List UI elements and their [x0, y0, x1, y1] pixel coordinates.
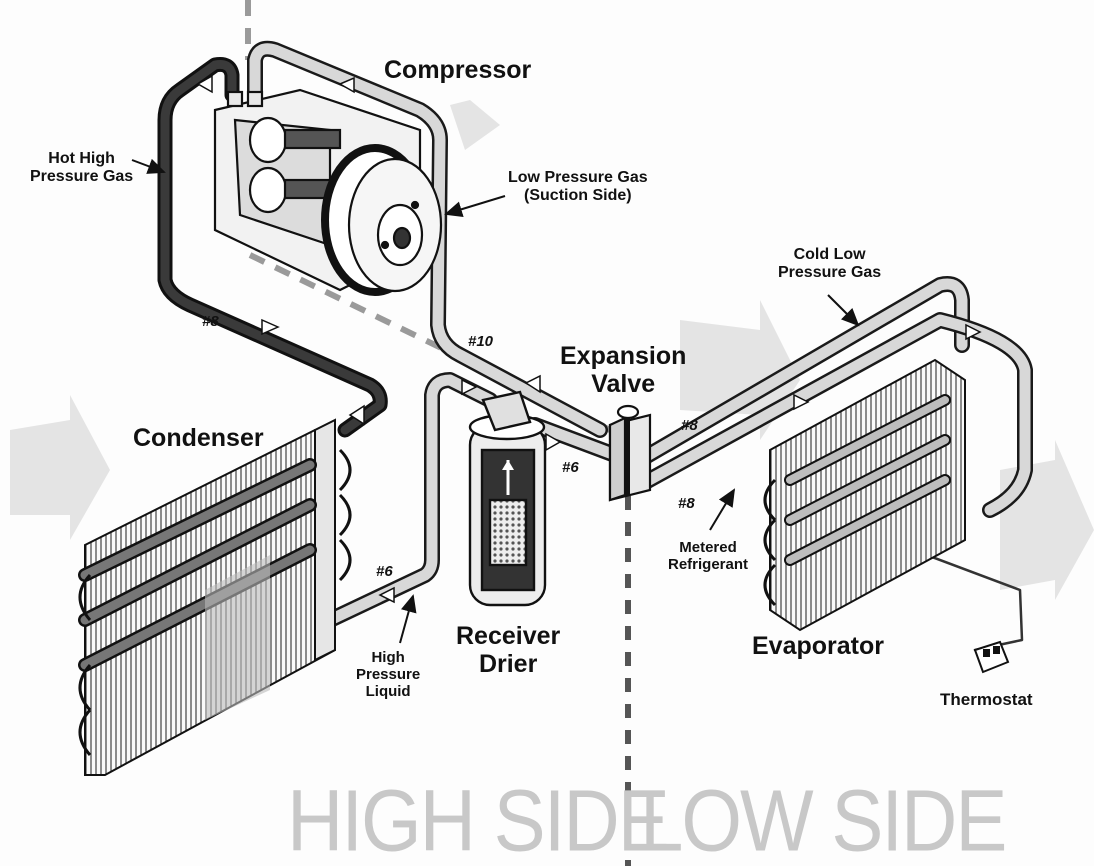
- label-low-pressure-gas: Low Pressure Gas (Suction Side): [508, 169, 648, 205]
- label-expansion-valve: Expansion Valve: [560, 342, 686, 398]
- low-side-banner: LOW SIDE: [640, 771, 1007, 866]
- label-evaporator: Evaporator: [752, 632, 884, 660]
- line-size-drier-outlet: #6: [562, 459, 579, 476]
- label-metered-refrigerant: Metered Refrigerant: [668, 539, 749, 574]
- evaporator: [763, 358, 966, 632]
- high-side-banner: HIGH SIDE: [287, 771, 670, 866]
- compressor: [213, 88, 443, 296]
- label-hot-high-pressure-gas: Hot High Pressure Gas: [30, 150, 133, 186]
- line-size-evap-outlet: #8: [678, 495, 695, 512]
- label-line: (Suction Side): [524, 186, 632, 204]
- label-line: High: [371, 649, 405, 666]
- label-cold-low-pressure-gas: Cold Low Pressure Gas: [778, 246, 881, 282]
- label-high-pressure-liquid: High Pressure Liquid: [356, 649, 421, 700]
- label-thermostat: Thermostat: [940, 690, 1033, 709]
- label-line: Pressure Gas: [778, 263, 882, 281]
- receiver-drier: [468, 390, 547, 607]
- leader-arrows: [131, 158, 860, 644]
- line-size-hot-gas: #8: [202, 313, 219, 330]
- high-low-side-divider: [245, 0, 631, 866]
- label-line: Metered: [679, 539, 737, 556]
- label-line: Pressure: [356, 665, 421, 683]
- label-line: Liquid: [365, 682, 411, 700]
- label-line: Valve: [591, 370, 656, 398]
- expansion-valve: [608, 404, 652, 502]
- line-size-suction: #10: [468, 333, 494, 350]
- label-line: Hot High: [48, 150, 115, 167]
- condenser: [78, 418, 352, 776]
- label-line: Low Pressure Gas: [508, 169, 648, 186]
- line-size-evap-inlet: #8: [681, 417, 698, 434]
- hot-gas-pipe: [157, 57, 388, 438]
- label-line: Expansion: [560, 342, 687, 370]
- label-line: Receiver: [456, 622, 561, 650]
- label-condenser: Condenser: [133, 424, 264, 452]
- thermostat: [973, 640, 1010, 674]
- label-line: Drier: [478, 650, 538, 678]
- label-line: Pressure Gas: [30, 167, 134, 185]
- label-line: Refrigerant: [668, 555, 749, 573]
- line-size-liquid: #6: [376, 563, 393, 580]
- label-receiver-drier: Receiver Drier: [456, 622, 560, 678]
- label-compressor: Compressor: [384, 56, 532, 84]
- label-line: Cold Low: [793, 246, 866, 263]
